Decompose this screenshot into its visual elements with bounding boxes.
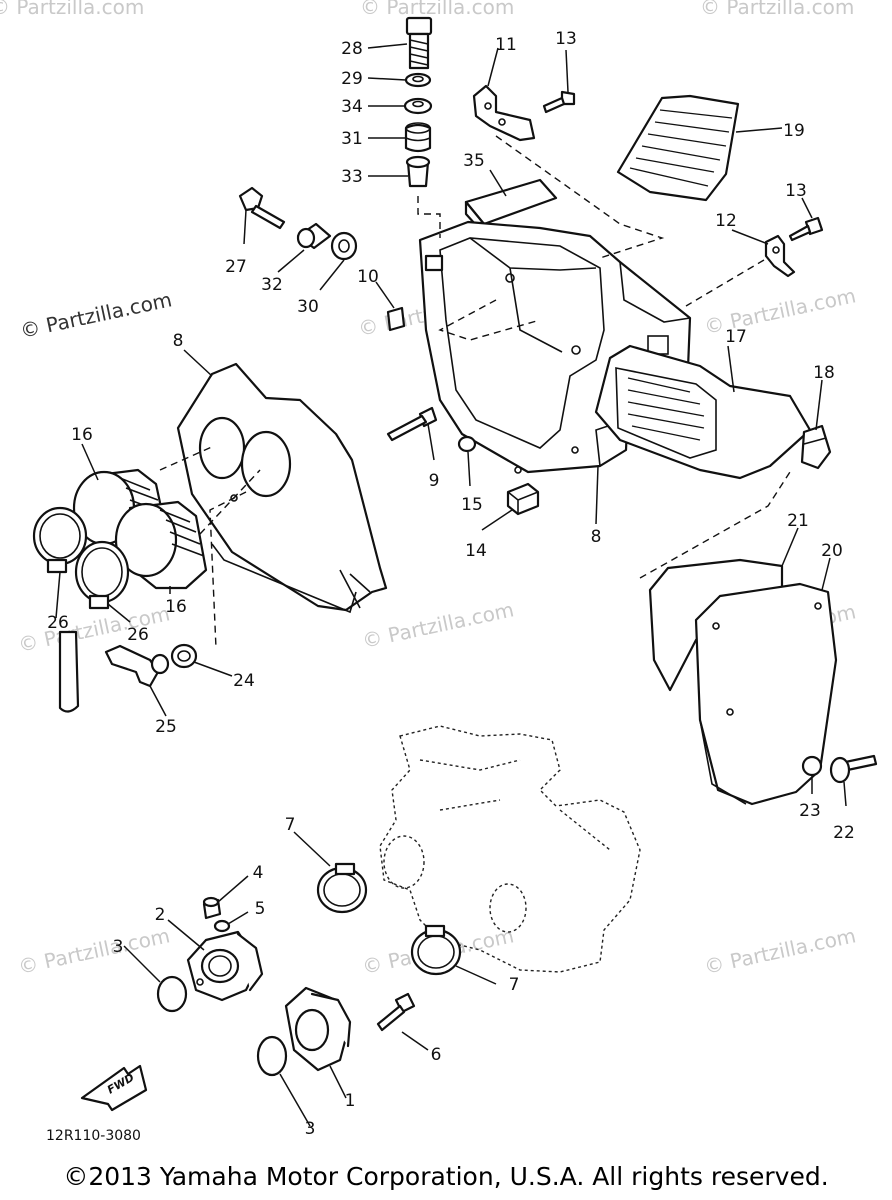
o-ring-3-upper (156, 975, 188, 1013)
air-box-cover-8 (176, 362, 388, 614)
intake-duct-19 (616, 94, 740, 202)
callout-labels: 28 29 34 31 33 11 13 19 35 13 12 27 32 3… (47, 29, 855, 1139)
callout-31: 31 (341, 129, 363, 149)
watermark-prominent: © Partzilla.com (18, 287, 174, 343)
collar-32 (296, 222, 332, 250)
callout-10: 10 (357, 267, 379, 287)
band-18 (800, 424, 832, 470)
callout-19: 19 (783, 121, 805, 141)
grommet-30 (330, 231, 358, 261)
filter-element-17 (594, 344, 812, 480)
callout-25: 25 (155, 717, 177, 737)
callout-17: 17 (725, 327, 747, 347)
bolt-28 (405, 16, 433, 70)
callout-3: 3 (305, 1119, 316, 1139)
callout-13: 13 (785, 181, 807, 201)
side-cover-20 (694, 582, 838, 806)
clamp-26-upper (32, 506, 88, 574)
plug-24 (170, 643, 198, 669)
grommet-15 (457, 435, 477, 453)
callout-2: 2 (155, 905, 166, 925)
watermark: © Partzilla.com (700, 0, 854, 19)
callout-34: 34 (341, 97, 363, 117)
clip-5 (213, 919, 231, 933)
watermark: © Partzilla.com (0, 0, 144, 19)
intake-manifold-1 (284, 986, 352, 1072)
callout-1: 1 (345, 1091, 356, 1111)
bolt-13-right (788, 216, 824, 242)
drain-hose-25 (58, 630, 170, 713)
clamp-7-upper (316, 862, 368, 914)
leader-lines (55, 43, 847, 1127)
clamp-7-lower (410, 924, 462, 976)
grommet-31 (404, 122, 432, 153)
callout-16: 16 (71, 425, 93, 445)
callout-13: 13 (555, 29, 577, 49)
collar-33 (405, 155, 431, 188)
callout-21: 21 (787, 511, 809, 531)
callout-33: 33 (341, 167, 363, 187)
callout-15: 15 (461, 495, 483, 515)
assembly-lines (159, 135, 791, 649)
callout-20: 20 (821, 541, 843, 561)
bolt-22 (829, 754, 878, 784)
callout-32: 32 (261, 275, 283, 295)
watermark: © Partzilla.com (702, 923, 858, 979)
callout-5: 5 (255, 899, 266, 919)
fwd-arrow-icon: FWD (80, 1064, 148, 1112)
callout-6: 6 (431, 1045, 442, 1065)
intake-manifold-2 (186, 930, 264, 1002)
cap-4 (202, 896, 222, 920)
clip-10 (386, 306, 406, 332)
bolt-9 (386, 406, 438, 442)
copyright-notice: ©2013 Yamaha Motor Corporation, U.S.A. A… (63, 1162, 829, 1191)
callout-4: 4 (253, 863, 264, 883)
callout-28: 28 (341, 39, 363, 59)
callout-14: 14 (465, 541, 487, 561)
callout-24: 24 (233, 671, 255, 691)
bolt-6 (376, 992, 416, 1032)
callout-35: 35 (463, 151, 485, 171)
watermark: © Partzilla.com (360, 597, 516, 653)
bolt-13-top (542, 90, 576, 114)
callout-26: 26 (127, 625, 149, 645)
callout-9: 9 (429, 471, 440, 491)
callout-30: 30 (297, 297, 319, 317)
diagram-code: 12R110-3080 (46, 1128, 141, 1144)
washer-23 (801, 755, 823, 777)
callout-18: 18 (813, 363, 835, 383)
bolt-27 (238, 186, 286, 230)
o-ring-3-lower (256, 1035, 288, 1077)
collar-34 (403, 97, 433, 115)
callout-12: 12 (715, 211, 737, 231)
bracket-11 (472, 84, 536, 142)
callout-27: 27 (225, 257, 247, 277)
callout-7: 7 (509, 975, 520, 995)
callout-29: 29 (341, 69, 363, 89)
engine-outline (379, 725, 641, 973)
damper-14 (506, 482, 540, 516)
callout-26: 26 (47, 613, 69, 633)
callout-16: 16 (165, 597, 187, 617)
callout-22: 22 (833, 823, 855, 843)
callout-11: 11 (495, 35, 517, 55)
joint-16-lower (114, 500, 208, 590)
callout-3: 3 (113, 937, 124, 957)
callout-8: 8 (173, 331, 184, 351)
clamp-26-lower (74, 540, 130, 610)
bracket-12 (764, 234, 796, 278)
callout-8: 8 (591, 527, 602, 547)
watermark: © Partzilla.com (360, 0, 514, 19)
washer-29 (404, 72, 432, 88)
callout-7: 7 (285, 815, 296, 835)
callout-23: 23 (799, 801, 821, 821)
